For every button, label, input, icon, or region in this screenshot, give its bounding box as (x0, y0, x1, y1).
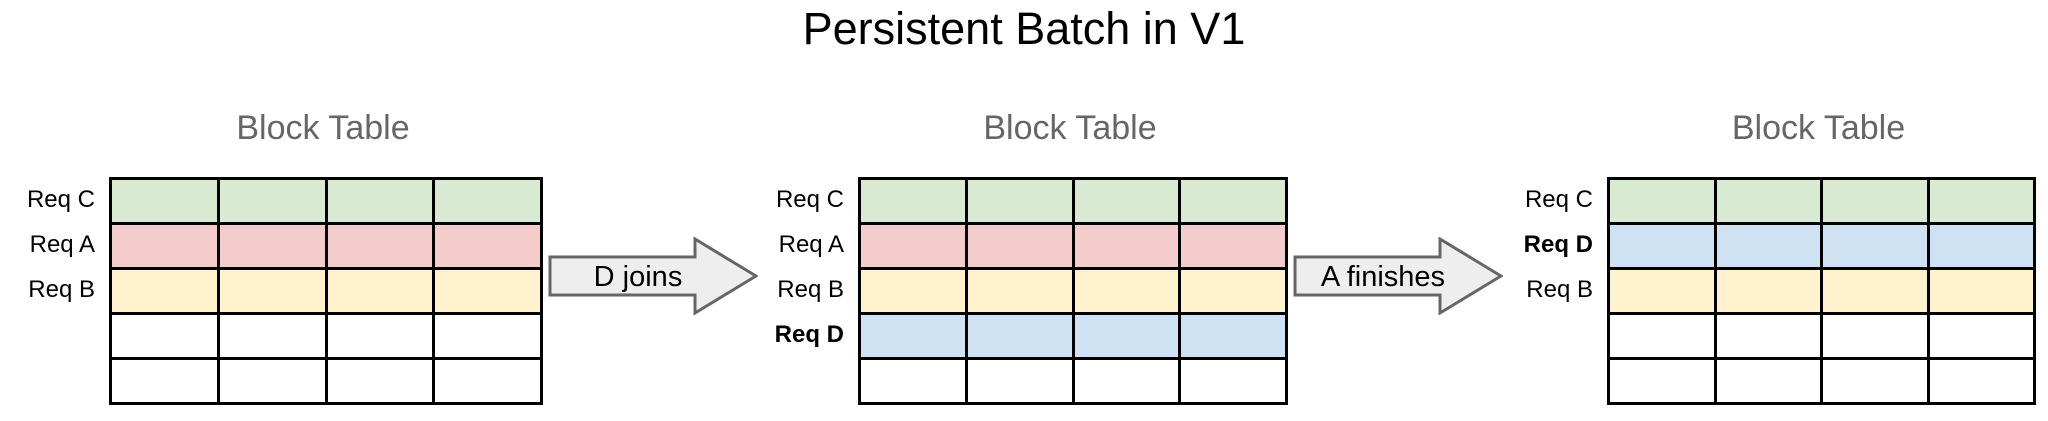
block-table-title-1: Block Table (236, 109, 410, 147)
block-cell (1181, 360, 1285, 402)
block-cell (1823, 180, 1927, 222)
block-cell (1181, 180, 1285, 222)
block-cell (327, 270, 433, 312)
block-cell (1610, 225, 1714, 267)
row-label: Req B (28, 275, 95, 303)
block-cell (1929, 225, 2033, 267)
block-cell (1823, 315, 1927, 357)
block-table-grid-3 (1607, 177, 2036, 405)
row-label: Req D (774, 320, 844, 348)
block-cell (219, 315, 325, 357)
block-cell (219, 270, 325, 312)
block-cell (219, 225, 325, 267)
arrow-shape (548, 237, 758, 315)
block-cell (1074, 315, 1179, 357)
block-cell (1074, 180, 1179, 222)
block-cell (1610, 315, 1714, 357)
block-cell (1610, 180, 1714, 222)
block-cell (861, 225, 965, 267)
block-cell (327, 360, 433, 402)
row-label (0, 312, 95, 357)
block-cell (1716, 315, 1820, 357)
block-cell (1929, 180, 2033, 222)
diagram-title: Persistent Batch in V1 (802, 3, 1246, 54)
block-cell (219, 360, 325, 402)
row-label: Req C (26, 185, 95, 213)
block-cell (1823, 225, 1927, 267)
row-label (1497, 312, 1593, 357)
block-cell (967, 270, 1072, 312)
d-joins-arrow: D joins (548, 237, 758, 315)
arrow-label: A finishes (1321, 261, 1445, 293)
block-cell (435, 180, 540, 222)
block-cell (435, 225, 540, 267)
block-cell (1929, 270, 2033, 312)
block-table-grid-1 (109, 177, 543, 405)
row-labels-3: Req C Req D Req B (1497, 177, 1593, 402)
block-cell (1181, 315, 1285, 357)
block-cell (1074, 360, 1179, 402)
block-cell (112, 360, 217, 402)
block-cell (967, 225, 1072, 267)
row-label: Req A (778, 230, 844, 258)
block-table-title-2: Block Table (983, 109, 1157, 147)
block-cell (1074, 225, 1179, 267)
block-cell (967, 180, 1072, 222)
arrow-label: D joins (594, 261, 683, 293)
block-cell (1716, 270, 1820, 312)
block-cell (967, 315, 1072, 357)
block-cell (1610, 270, 1714, 312)
block-cell (1716, 225, 1820, 267)
block-cell (1823, 270, 1927, 312)
row-label (0, 357, 95, 402)
block-table-title-3: Block Table (1731, 109, 1906, 147)
block-cell (967, 360, 1072, 402)
block-cell (112, 225, 217, 267)
block-cell (112, 315, 217, 357)
block-cell (1181, 225, 1285, 267)
block-table-grid-2 (858, 177, 1288, 405)
row-label (748, 357, 844, 402)
block-cell (327, 225, 433, 267)
row-labels-2: Req C Req A Req B Req D (748, 177, 844, 402)
block-cell (435, 315, 540, 357)
row-label (1497, 357, 1593, 402)
block-cell (435, 360, 540, 402)
block-cell (219, 180, 325, 222)
row-labels-1: Req C Req A Req B (0, 177, 95, 402)
row-label: Req A (29, 230, 95, 258)
block-cell (1181, 270, 1285, 312)
row-label: Req B (1526, 275, 1593, 303)
block-cell (861, 360, 965, 402)
block-cell (1929, 360, 2033, 402)
block-cell (112, 270, 217, 312)
block-cell (1823, 360, 1927, 402)
block-cell (435, 270, 540, 312)
a-finishes-arrow: A finishes (1293, 237, 1503, 315)
block-cell (861, 270, 965, 312)
row-label: Req C (775, 185, 844, 213)
block-cell (1929, 315, 2033, 357)
block-cell (1716, 360, 1820, 402)
block-cell (327, 315, 433, 357)
block-cell (112, 180, 217, 222)
row-label: Req B (777, 275, 844, 303)
row-label: Req C (1524, 185, 1593, 213)
block-cell (1716, 180, 1820, 222)
block-cell (327, 180, 433, 222)
arrow-shape (1293, 237, 1503, 315)
block-cell (1074, 270, 1179, 312)
block-cell (861, 315, 965, 357)
block-cell (1610, 360, 1714, 402)
row-label: Req D (1523, 230, 1593, 258)
block-cell (861, 180, 965, 222)
